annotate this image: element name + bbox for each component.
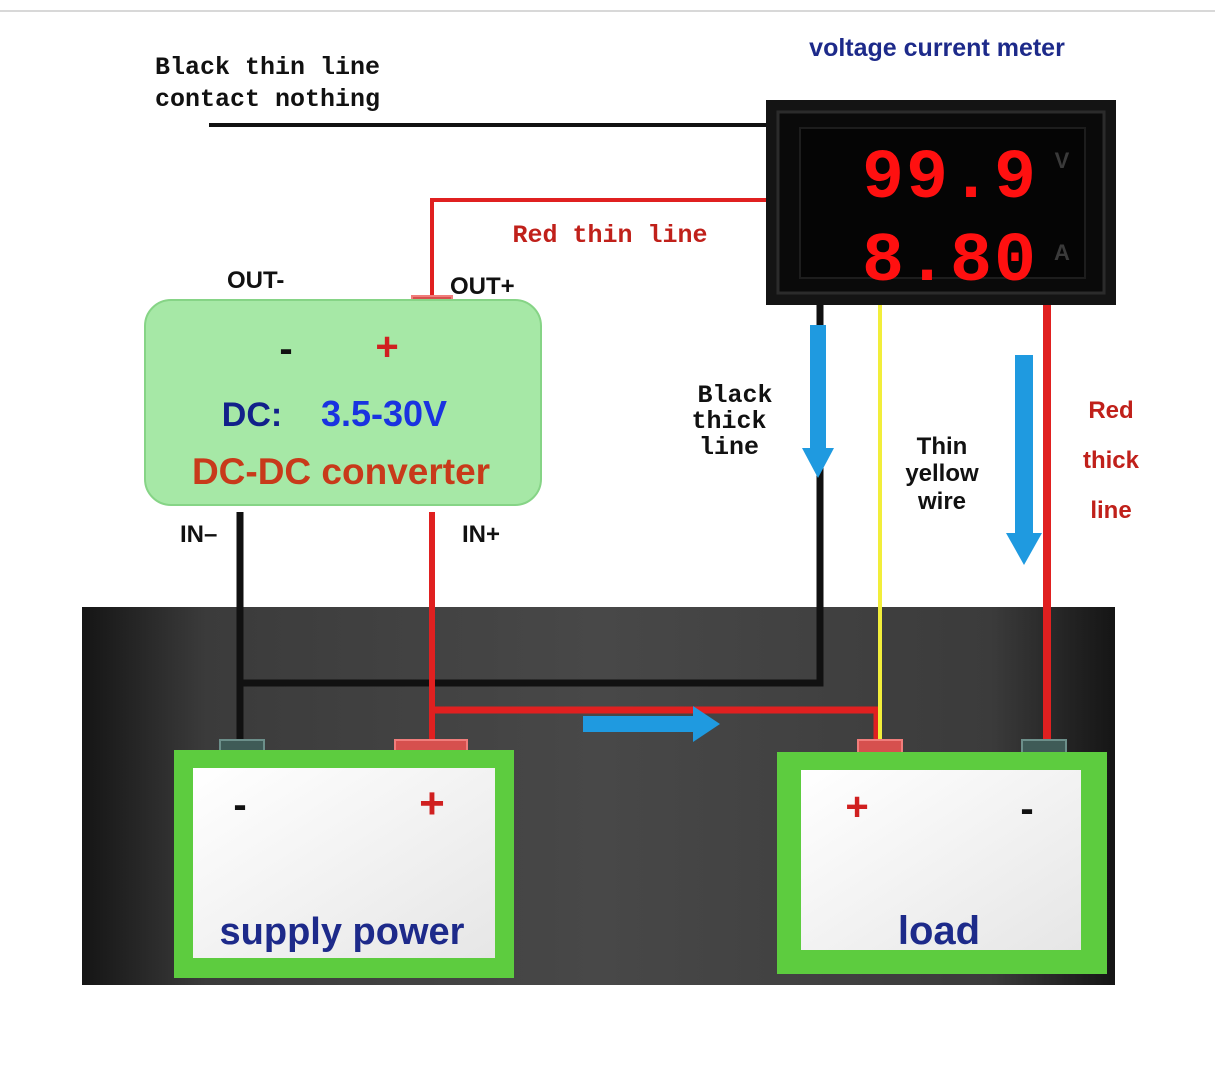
- supply-to-load-wire: [432, 706, 881, 742]
- contact-nothing-label: contact nothing: [155, 85, 380, 114]
- black-thick-label-3: line: [699, 433, 759, 462]
- voltage-unit: V: [1055, 148, 1070, 173]
- red-thin-wire: [430, 198, 768, 300]
- red-thick-label-3: line: [1090, 497, 1131, 524]
- red-thick-label-2: thick: [1083, 447, 1140, 474]
- out-plus-label: OUT+: [450, 273, 515, 300]
- supply-minus-sign: -: [233, 783, 246, 827]
- arrow-down-icon: [802, 325, 834, 478]
- load-minus-sign: -: [1020, 787, 1033, 831]
- load-face: [801, 770, 1081, 950]
- in-minus-label: IN–: [180, 521, 217, 548]
- arrow-down-icon: [1006, 355, 1042, 565]
- black-thick-label-1: Black: [697, 381, 772, 410]
- dc-dc-converter: [144, 299, 542, 506]
- voltage-reading: 99.9: [862, 140, 1038, 219]
- red-thick-label-1: Red: [1088, 397, 1133, 424]
- frame-top-border: [0, 10, 1215, 12]
- meter-title: voltage current meter: [809, 34, 1065, 62]
- black-thin-line-label: Black thin line: [155, 53, 380, 82]
- converter-minus-sign: -: [279, 327, 292, 371]
- voltage-current-meter: V A: [766, 100, 1116, 305]
- current-unit: A: [1054, 240, 1070, 265]
- supply-plus-sign: +: [419, 779, 445, 828]
- converter-range: 3.5-30V: [321, 393, 447, 434]
- arrow-right-icon: [583, 706, 720, 742]
- supply-power-face: [193, 768, 495, 958]
- converter-name: DC-DC converter: [192, 451, 490, 492]
- red-thin-line-label: Red thin line: [512, 221, 707, 250]
- yellow-wire-label-3: wire: [917, 488, 966, 515]
- black-thick-label-2: thick: [691, 407, 766, 436]
- load-label: load: [898, 909, 980, 953]
- yellow-wire-label-1: Thin: [917, 433, 968, 460]
- converter-plus-sign: +: [375, 325, 398, 369]
- supply-power-label: supply power: [220, 911, 465, 953]
- yellow-wire-label-2: yellow: [905, 460, 979, 487]
- load-plus-sign: +: [845, 785, 868, 829]
- current-reading: 8.80: [862, 223, 1038, 302]
- in-plus-label: IN+: [462, 521, 500, 548]
- dc-label: DC:: [222, 396, 282, 434]
- out-minus-label: OUT-: [227, 267, 284, 294]
